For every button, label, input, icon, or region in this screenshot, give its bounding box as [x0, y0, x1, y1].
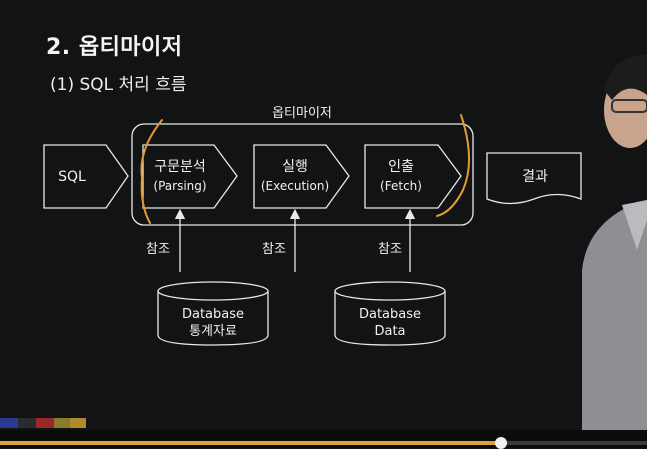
step-fetch-en: (Fetch) [380, 179, 422, 193]
ref-label-parsing: 참조 [146, 242, 170, 257]
highlight-bracket-right [436, 114, 471, 217]
step-parsing-label: 구문분석 [154, 159, 206, 175]
video-player-bar [0, 430, 647, 448]
result-label: 결과 [522, 169, 548, 185]
lecture-slide: 2. 옵티마이저 (1) SQL 처리 흐름 옵티마이저 SQL 구문분석 (P… [0, 35, 647, 430]
ref-label-execution: 참조 [262, 242, 286, 257]
step-execution-en: (Execution) [261, 179, 329, 193]
step-fetch-label: 인출 [388, 159, 414, 175]
step-execution-shape [253, 144, 350, 209]
ref-label-fetch: 참조 [378, 242, 402, 257]
presenter-image [582, 55, 647, 430]
sql-input-shape [43, 144, 129, 209]
optimizer-group-box [131, 123, 474, 226]
step-fetch-shape [364, 144, 462, 209]
optimizer-group-label: 옵티마이저 [272, 106, 332, 121]
step-parsing-en: (Parsing) [153, 179, 206, 193]
db-statistics-line2: 통계자료 [189, 324, 237, 339]
step-parsing-shape [142, 144, 238, 209]
slide-title: 2. 옵티마이저 [46, 35, 183, 60]
db-statistics-cylinder: Database 통계자료 [157, 281, 269, 346]
chapter-markers [0, 418, 90, 428]
sql-flow-diagram: 옵티마이저 SQL 구문분석 (Parsing) 실행 (Execution) … [43, 106, 582, 346]
slide-subtitle: (1) SQL 처리 흐름 [50, 75, 187, 95]
step-execution-label: 실행 [282, 159, 308, 175]
db-statistics-line1: Database [182, 307, 244, 322]
db-data-line2: Data [374, 324, 405, 339]
highlight-bracket-left [140, 119, 163, 224]
db-data-line1: Database [359, 307, 421, 322]
video-progress-fill [0, 441, 502, 445]
db-data-cylinder: Database Data [334, 281, 446, 346]
result-shape [486, 152, 582, 205]
sql-input-label: SQL [58, 169, 86, 185]
video-progress-handle[interactable] [495, 437, 508, 449]
